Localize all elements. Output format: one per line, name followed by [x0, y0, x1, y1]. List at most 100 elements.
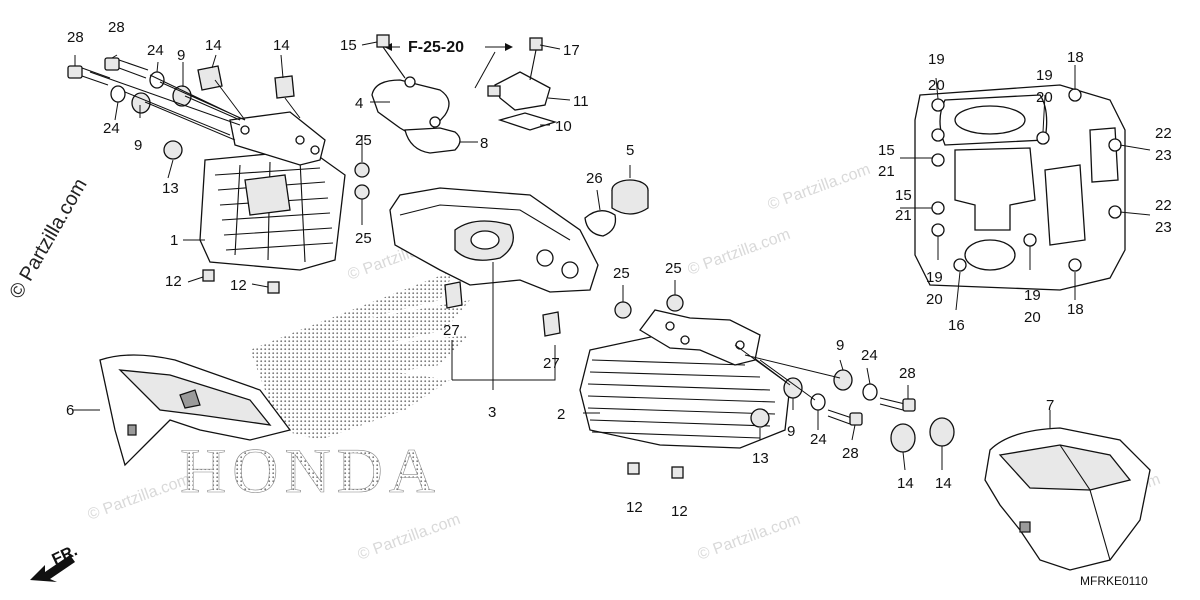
- callout-17[interactable]: 17: [563, 42, 580, 59]
- callout-14-a[interactable]: 14: [205, 37, 222, 54]
- callout-7[interactable]: 7: [1046, 397, 1054, 414]
- callout-15-b[interactable]: 15: [878, 142, 895, 159]
- callout-14-c[interactable]: 14: [897, 475, 914, 492]
- callout-27-b[interactable]: 27: [543, 355, 560, 372]
- callout-13-a[interactable]: 13: [162, 180, 179, 197]
- callout-28-d[interactable]: 28: [842, 445, 859, 462]
- callout-15-c[interactable]: 15: [895, 187, 912, 204]
- callout-6[interactable]: 6: [66, 402, 74, 419]
- reference-label[interactable]: F-25-20: [408, 39, 464, 56]
- callout-9-c[interactable]: 9: [836, 337, 844, 354]
- callout-24-a[interactable]: 24: [147, 42, 164, 59]
- callout-19-d[interactable]: 19: [1024, 287, 1041, 304]
- callout-26[interactable]: 26: [586, 170, 603, 187]
- callout-28-b[interactable]: 28: [108, 19, 125, 36]
- cylinder-head-gasket-panel: [914, 84, 1126, 291]
- callout-14-b[interactable]: 14: [273, 37, 290, 54]
- part-3-cylinder-head: [389, 187, 599, 293]
- callout-1[interactable]: 1: [170, 232, 178, 249]
- callout-18-b[interactable]: 18: [1067, 301, 1084, 318]
- callout-14-d[interactable]: 14: [935, 475, 952, 492]
- callout-13-b[interactable]: 13: [752, 450, 769, 467]
- callout-25-d[interactable]: 25: [665, 260, 682, 277]
- honda-wing-logo: [250, 270, 470, 440]
- callout-5[interactable]: 5: [626, 142, 634, 159]
- callout-25-a[interactable]: 25: [355, 132, 372, 149]
- part-7-side-cover-right: [984, 427, 1151, 571]
- callout-19-c[interactable]: 19: [926, 269, 943, 286]
- callout-24-d[interactable]: 24: [810, 431, 827, 448]
- callout-22-b[interactable]: 22: [1155, 197, 1172, 214]
- part-2-cylinder-cover-front: [579, 334, 791, 449]
- grommet-13-a: [163, 140, 183, 160]
- callout-12-b[interactable]: 12: [230, 277, 247, 294]
- honda-brand-mark: HONDA: [180, 435, 441, 506]
- bolt-28-right-b: [879, 397, 916, 412]
- callout-11[interactable]: 11: [573, 93, 589, 110]
- collar-12-a: [202, 269, 215, 282]
- callout-20-b[interactable]: 20: [1036, 89, 1053, 106]
- callout-2[interactable]: 2: [557, 406, 565, 423]
- callout-9-b[interactable]: 9: [177, 47, 185, 64]
- collar-12-b: [267, 281, 280, 294]
- collar-27-b: [542, 311, 561, 337]
- washer-24-c: [810, 393, 826, 411]
- front-arrow-label: FR.: [50, 542, 81, 568]
- callout-23-a[interactable]: 23: [1155, 147, 1172, 164]
- callout-28-a[interactable]: 28: [67, 29, 84, 46]
- callout-21-b[interactable]: 21: [895, 207, 912, 224]
- bolt-28-left-a: [67, 65, 111, 86]
- bolt-17: [529, 37, 543, 81]
- bolt-15-top: [376, 34, 406, 79]
- callout-16[interactable]: 16: [948, 317, 965, 334]
- part-8-gasket: [404, 127, 461, 154]
- callout-4[interactable]: 4: [355, 95, 363, 112]
- callout-25-b[interactable]: 25: [355, 230, 372, 247]
- callout-9-d[interactable]: 9: [787, 423, 795, 440]
- collar-27-a: [444, 281, 463, 309]
- rubber-14-a: [197, 65, 223, 91]
- front-direction-arrow: [30, 555, 75, 582]
- callout-19-b[interactable]: 19: [1036, 67, 1053, 84]
- callout-numbers[interactable]: 1 2 3 4 5 6 7 8 9 9 9 9 10 11 12 12 12 1…: [66, 19, 1172, 520]
- callout-12-a[interactable]: 12: [165, 273, 182, 290]
- nut-25-a: [354, 162, 370, 178]
- callout-18-a[interactable]: 18: [1067, 49, 1084, 66]
- part-1-rear-cylinder-cover: [199, 149, 346, 271]
- part-4-head-cover-plate: [371, 76, 450, 135]
- collar-12-c: [627, 462, 640, 475]
- svg-text:© Partzilla.com: © Partzilla.com: [356, 511, 463, 564]
- callout-21-a[interactable]: 21: [878, 163, 895, 180]
- callout-10[interactable]: 10: [555, 118, 572, 135]
- callout-20-a[interactable]: 20: [928, 77, 945, 94]
- rubber-14-b: [274, 75, 295, 99]
- callout-8[interactable]: 8: [480, 135, 488, 152]
- diagram-code: MFRKE0110: [1080, 574, 1148, 588]
- callout-27-a[interactable]: 27: [443, 322, 460, 339]
- bolt-28-right-a: [827, 409, 863, 426]
- nut-25-b: [354, 184, 370, 200]
- callout-25-c[interactable]: 25: [613, 265, 630, 282]
- callout-24-b[interactable]: 24: [103, 120, 120, 137]
- callout-15-a[interactable]: 15: [340, 37, 357, 54]
- grommet-13-b: [750, 408, 770, 428]
- callout-20-d[interactable]: 20: [1024, 309, 1041, 326]
- callout-3[interactable]: 3: [488, 404, 496, 421]
- callout-28-c[interactable]: 28: [899, 365, 916, 382]
- svg-text:© Partzilla.com: © Partzilla.com: [696, 511, 803, 564]
- callout-22-a[interactable]: 22: [1155, 125, 1172, 142]
- callout-12-c[interactable]: 12: [626, 499, 643, 516]
- svg-text:© Partzilla.com: © Partzilla.com: [766, 161, 873, 214]
- callout-leaders: [72, 41, 1151, 471]
- callout-9-a[interactable]: 9: [134, 137, 142, 154]
- callout-24-c[interactable]: 24: [861, 347, 878, 364]
- part-10-gasket: [497, 112, 558, 131]
- nut-25-c: [614, 301, 632, 319]
- callout-12-d[interactable]: 12: [671, 503, 688, 520]
- callout-19-a[interactable]: 19: [928, 51, 945, 68]
- callout-20-c[interactable]: 20: [926, 291, 943, 308]
- callout-23-b[interactable]: 23: [1155, 219, 1172, 236]
- washer-24-b: [149, 71, 165, 89]
- svg-text:© Partzilla.com: © Partzilla.com: [686, 226, 793, 279]
